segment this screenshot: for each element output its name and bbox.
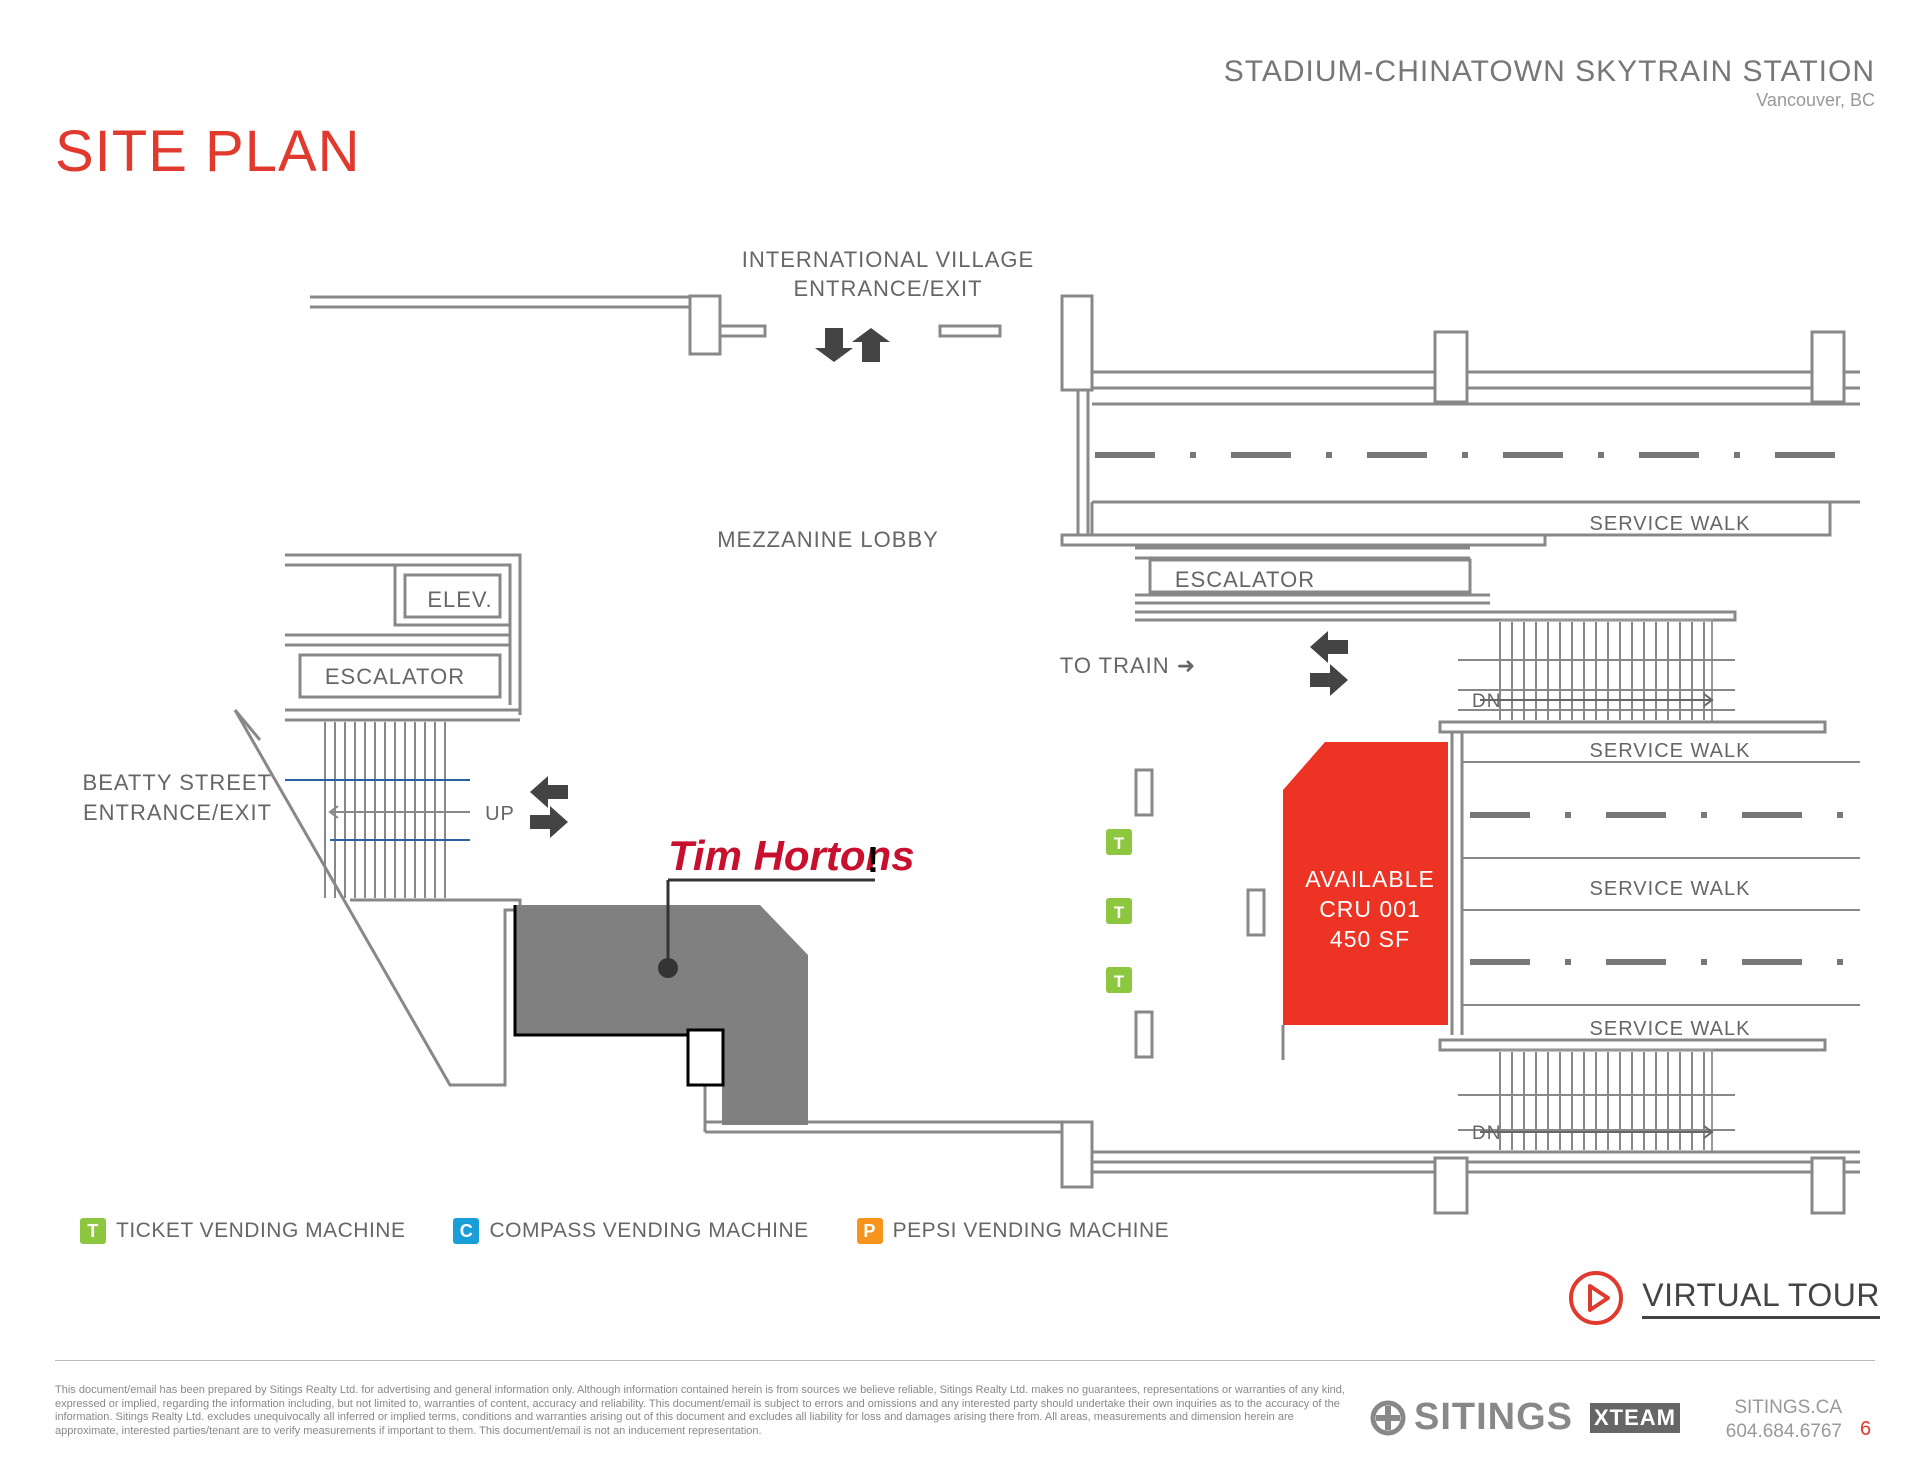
ticket-icon: T [80,1218,106,1244]
station-name: STADIUM-CHINATOWN SKYTRAIN STATION [1223,55,1875,88]
legend-pepsi: P PEPSI VENDING MACHINE [856,1218,1170,1244]
column [1433,1156,1469,1215]
tvm-icon [1106,967,1132,993]
footer-divider [55,1360,1875,1361]
virtual-tour-label[interactable]: VIRTUAL TOUR [1642,1277,1880,1319]
arrow-down-icon [815,328,853,362]
arrow-left-icon [1310,631,1348,663]
elev-label: ELEV. [427,587,492,612]
legend-ticket: T TICKET VENDING MACHINE [80,1218,405,1244]
arrow-right-icon [1310,664,1348,696]
svg-text:T: T [1114,903,1125,922]
compass-icon: C [453,1218,480,1244]
sitings-cross-icon [1370,1400,1406,1435]
svg-text:T: T [1114,972,1125,991]
tim-hortons-logo: Tim Hortons [668,832,915,879]
svg-text:T: T [1114,834,1125,853]
xteam-logo: XTEAM [1590,1403,1680,1433]
tenant-marker [658,958,678,978]
service-walk-label: SERVICE WALK [1590,513,1751,535]
page-title: SITE PLAN [55,119,361,184]
legend-compass: C COMPASS VENDING MACHINE [453,1218,808,1244]
wall-top-left [310,295,690,309]
service-walk-label: SERVICE WALK [1590,1018,1751,1040]
intl-village-label: INTERNATIONAL VILLAGE [742,247,1034,272]
page-number: 6 [1860,1418,1872,1440]
contact-info: SITINGS.CA 604.684.6767 [1712,1396,1842,1444]
tenant-space [515,905,808,1125]
tvm-icon [1106,829,1132,855]
pillar [1134,768,1154,817]
intl-village-label-2: ENTRANCE/EXIT [793,276,982,301]
play-icon [1569,1271,1624,1325]
website-link[interactable]: SITINGS.CA [1734,1397,1842,1418]
beatty-label: BEATTY STREET [83,770,272,795]
dn-label: DN [1472,691,1501,712]
to-train-label: TO TRAIN ➜ [1060,653,1196,678]
dn-label: DN [1472,1123,1501,1144]
legend-label: PEPSI VENDING MACHINE [892,1219,1170,1242]
arrow-right-icon [530,806,568,838]
pillar [1246,888,1266,937]
pillar [1134,1010,1154,1059]
legend-label: COMPASS VENDING MACHINE [489,1219,809,1242]
virtual-tour-link[interactable]: VIRTUAL TOUR [1568,1270,1880,1326]
column [688,294,722,356]
column [1810,1156,1846,1215]
arrow-up-icon [852,328,890,362]
up-label: UP [485,803,515,825]
available-size: 450 SF [1330,926,1410,952]
available-cru: CRU 001 [1319,896,1421,922]
pepsi-icon: P [856,1218,883,1244]
counter [686,1028,725,1087]
door-jamb [718,324,767,338]
site-plan-map: INTERNATIONAL VILLAGE ENTRANCE/EXIT MEZZ… [83,247,1860,1215]
phone-number: 604.684.6767 [1725,1421,1842,1442]
sitings-brand: SITINGS [1414,1396,1574,1438]
service-walk-label: SERVICE WALK [1590,878,1751,900]
escalator-right-label: ESCALATOR [1175,567,1315,592]
tim-hortons-logo: ! [867,839,879,880]
column [1060,294,1094,392]
column [1433,330,1469,404]
mezzanine-label: MEZZANINE LOBBY [717,527,939,552]
escalator-left-label: ESCALATOR [325,664,465,689]
station-city: Vancouver, BC [1756,90,1875,110]
ticket-vending-machines: T T T [1106,829,1132,993]
disclaimer: This document/email has been prepared by… [55,1384,1345,1437]
tvm-icon [1106,898,1132,924]
column [1810,330,1846,404]
legend-label: TICKET VENDING MACHINE [116,1219,406,1242]
arrow-left-icon [530,776,568,808]
beatty-label-2: ENTRANCE/EXIT [83,800,272,825]
service-walk-label: SERVICE WALK [1590,740,1751,762]
available-label: AVAILABLE [1305,866,1435,892]
available-unit [1283,742,1448,1025]
legend: T TICKET VENDING MACHINE C COMPASS VENDI… [80,1218,1169,1244]
column [1060,1120,1094,1189]
door-jamb [938,324,1002,338]
sitings-logo: SITINGS [1370,1396,1573,1439]
